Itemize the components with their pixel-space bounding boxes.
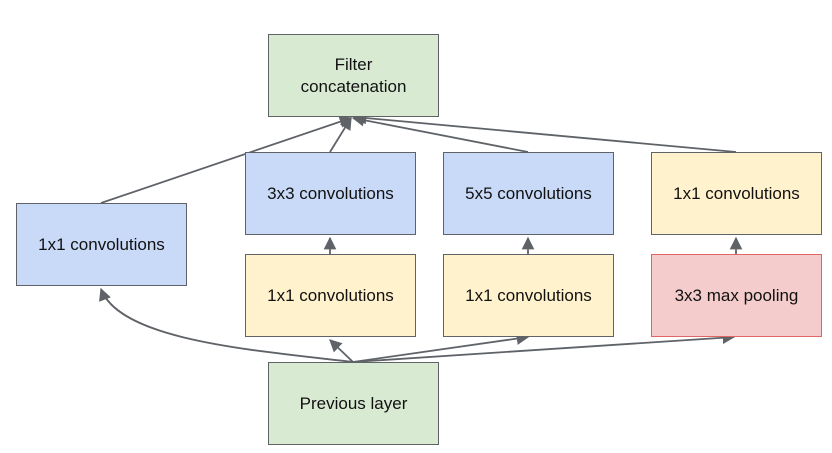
conv1x1-reduce-5x5-node: 1x1 convolutions	[443, 254, 614, 337]
edge-pool-proj-to-concat	[353, 111, 737, 153]
edge-prev-to-reduce5x5	[352, 332, 530, 363]
edge-conv5x5-to-concat	[351, 113, 529, 153]
edge-prev-to-maxpool	[352, 331, 736, 363]
edge-conv3x3-to-concat	[329, 116, 352, 153]
filter-concatenation-node: Filter concatenation	[268, 34, 439, 117]
edge-prev-to-reduce3x3	[329, 339, 354, 363]
previous-layer-node: Previous layer	[268, 362, 439, 445]
maxpool3x3-node: 3x3 max pooling	[651, 254, 822, 337]
conv1x1-reduce-3x3-node: 1x1 convolutions	[245, 254, 416, 337]
conv5x5-node: 5x5 convolutions	[443, 152, 614, 235]
edge-conv1x1-left-to-concat	[100, 115, 353, 204]
edge-prev-to-conv1x1-left	[99, 287, 354, 363]
conv3x3-node: 3x3 convolutions	[245, 152, 416, 235]
conv1x1-pool-proj-node: 1x1 convolutions	[651, 152, 822, 235]
conv1x1-left-node: 1x1 convolutions	[16, 203, 187, 286]
